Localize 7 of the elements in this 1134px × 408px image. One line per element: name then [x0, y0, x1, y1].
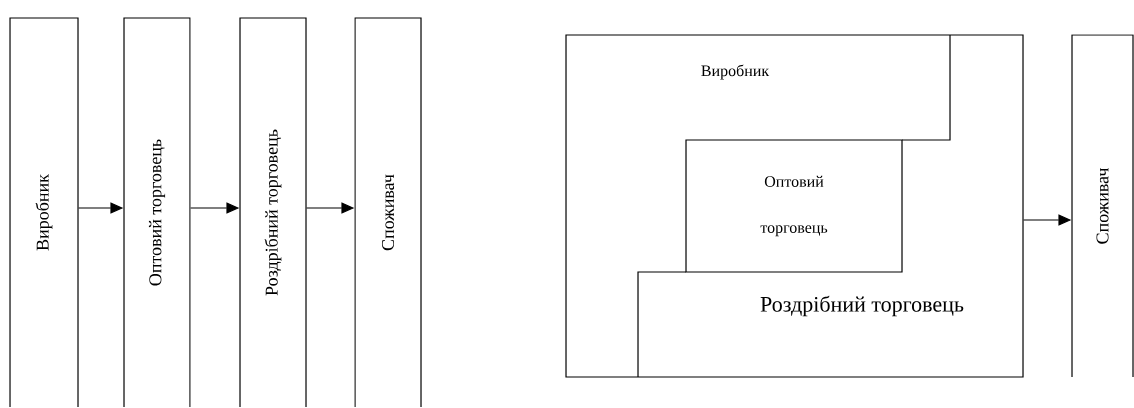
- process-box: Оптовий торговець: [685, 139, 903, 273]
- rotated-box: Оптовий торговець: [123, 17, 191, 408]
- rotated-box: Роздрібний торговець: [239, 17, 307, 408]
- rotated-box: Споживач: [354, 17, 422, 408]
- rotated-box: Виробник: [9, 17, 79, 408]
- stepped-region: Роздрібний торговець: [637, 271, 964, 378]
- rotated-box: Споживач: [1071, 34, 1134, 378]
